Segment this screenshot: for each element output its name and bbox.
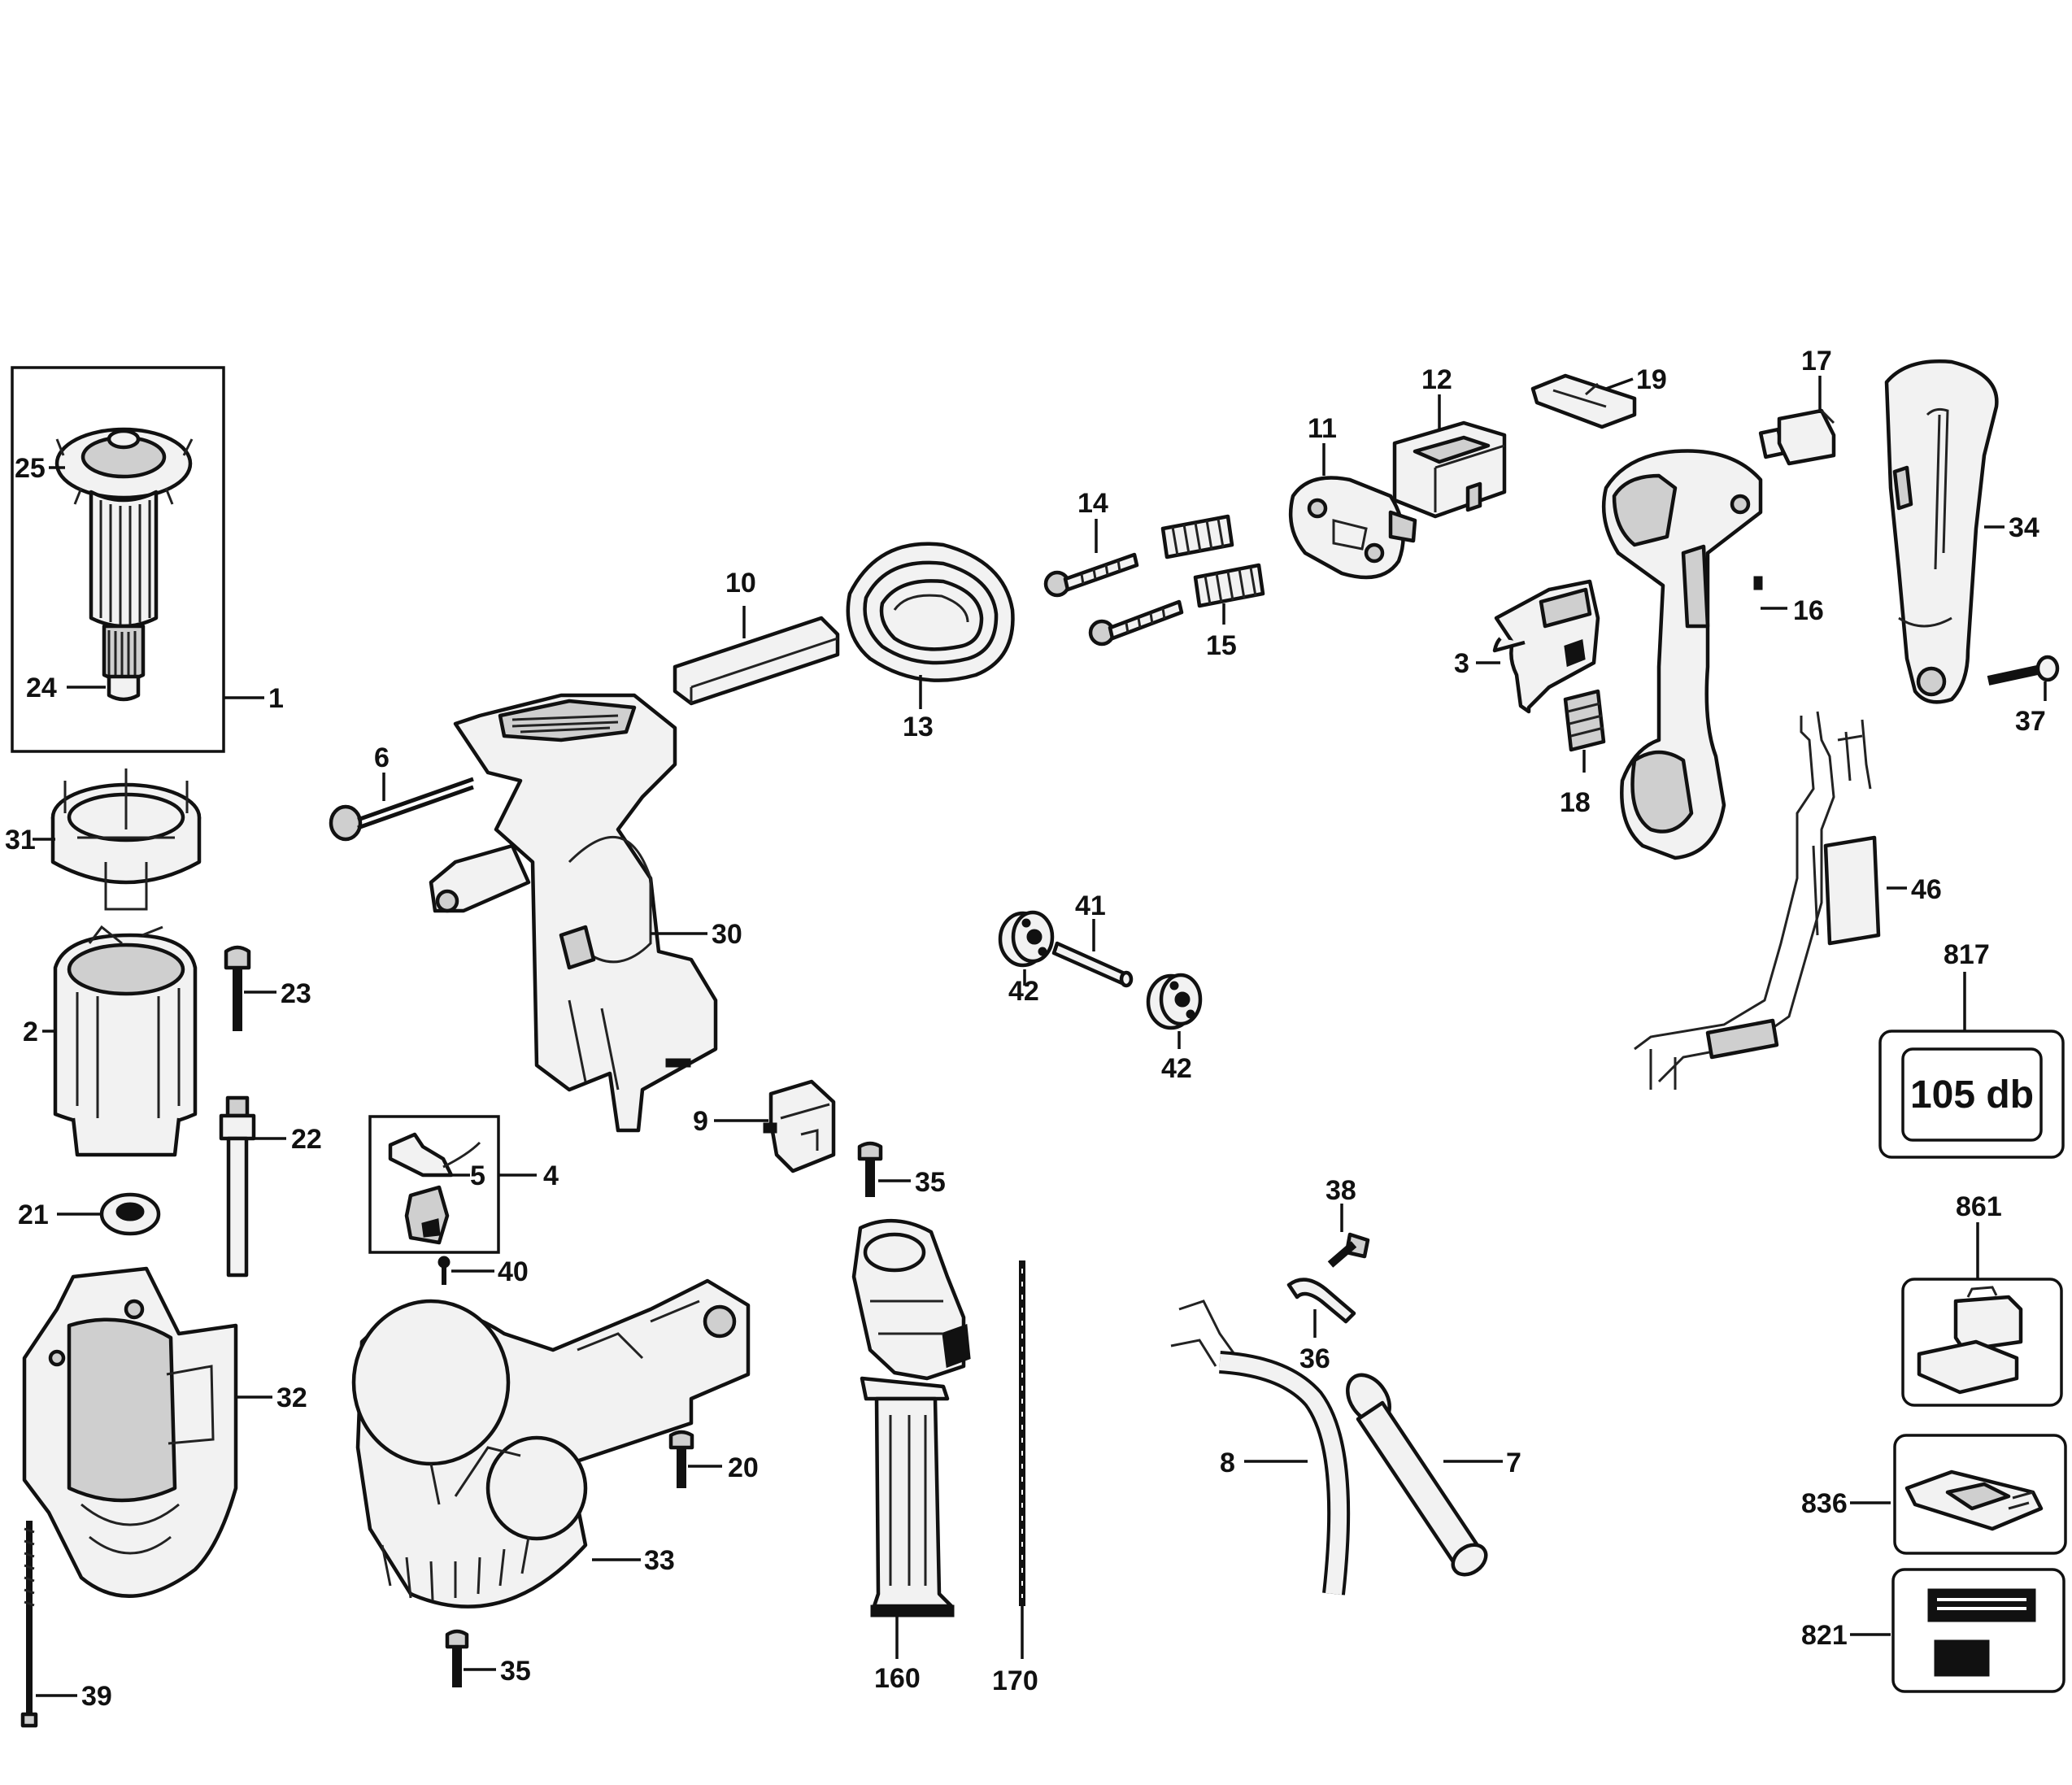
label-2: 2: [23, 1017, 38, 1047]
part-4-brush-kit: [368, 1115, 500, 1254]
label-6: 6: [374, 742, 390, 773]
label-32: 32: [276, 1382, 307, 1413]
part-37-screw: [1987, 655, 2060, 686]
part-836-insert: [1893, 1434, 2067, 1555]
label-3: 3: [1454, 648, 1469, 679]
label-37: 37: [2015, 706, 2046, 737]
label-33: 33: [644, 1545, 675, 1576]
part-861-case: [1901, 1278, 2063, 1407]
part-21-bearing: [99, 1192, 161, 1236]
part-3-switch: [1492, 579, 1600, 714]
part-33-gear-case: [351, 1278, 751, 1609]
label-24: 24: [26, 673, 57, 703]
label-18: 18: [1560, 787, 1591, 818]
part-12-switch-box: [1392, 420, 1507, 519]
label-23: 23: [281, 978, 311, 1009]
part-42b-damper: [1146, 973, 1203, 1030]
label-38: 38: [1325, 1175, 1356, 1206]
label-10: 10: [725, 568, 756, 599]
part-18-brush: [1563, 689, 1606, 752]
label-35a: 35: [915, 1167, 946, 1198]
label-42b: 42: [1161, 1053, 1192, 1084]
label-30: 30: [712, 919, 742, 950]
part-41-pin: [1051, 941, 1134, 988]
label-836: 836: [1801, 1488, 1848, 1519]
part-7-cord-guard: [1346, 1373, 1488, 1577]
part-22-rod: [219, 1095, 256, 1278]
label-39: 39: [81, 1681, 112, 1712]
label-20: 20: [728, 1452, 759, 1483]
part-817-db-label: [1878, 1030, 2065, 1159]
part-38-screw: [1327, 1232, 1370, 1268]
part-6-bolt: [329, 777, 474, 842]
label-8: 8: [1220, 1448, 1235, 1478]
part-23-screw: [224, 945, 251, 1031]
plate-text-105db: 105 db: [1910, 1073, 2034, 1117]
label-821: 821: [1801, 1620, 1848, 1651]
part-39-long-screw: [20, 1521, 38, 1728]
part-14-screws: [1043, 552, 1184, 647]
label-group: 1 2 3 4 5 6 7 8 9 10 11 12 13 14 15 16 1…: [5, 346, 2046, 1712]
part-16-rear-handle: [1601, 449, 1763, 860]
part-15-springs: [1160, 514, 1265, 608]
part-160-side-handle: [851, 1218, 971, 1617]
part-30-handle-frame: [429, 693, 718, 1133]
label-21: 21: [18, 1199, 49, 1230]
label-36: 36: [1299, 1343, 1330, 1374]
label-17: 17: [1801, 346, 1832, 377]
label-817: 817: [1944, 939, 1990, 970]
part-10-tube: [673, 616, 840, 706]
part-9-bracket: [763, 1079, 836, 1173]
label-16: 16: [1793, 595, 1824, 626]
part-1-armature: [11, 366, 225, 753]
label-41: 41: [1075, 890, 1106, 921]
part-32-motor-housing: [22, 1266, 238, 1598]
label-42a: 42: [1008, 976, 1039, 1007]
part-34-handle-cover: [1884, 359, 1999, 704]
part-821-manual: [1891, 1568, 2065, 1693]
label-160: 160: [874, 1663, 921, 1694]
part-13-bellows: [846, 542, 1015, 682]
label-15: 15: [1206, 630, 1237, 661]
part-31-baffle: [50, 768, 202, 911]
label-7: 7: [1506, 1448, 1521, 1478]
label-35b: 35: [500, 1656, 531, 1687]
label-25: 25: [15, 453, 46, 484]
part-42a-damper: [998, 910, 1055, 968]
part-11-bracket: [1288, 476, 1417, 580]
part-20-screw: [668, 1430, 694, 1488]
part-8-cord: [1170, 1300, 1351, 1596]
part-19-clip: [1530, 373, 1637, 429]
label-19: 19: [1636, 364, 1667, 395]
label-9: 9: [693, 1106, 708, 1137]
part-35b-screw: [445, 1629, 469, 1687]
part-17-plug: [1758, 408, 1836, 466]
label-22: 22: [291, 1124, 322, 1155]
label-1: 1: [268, 683, 284, 714]
label-861: 861: [1956, 1191, 2002, 1222]
label-34: 34: [2009, 512, 2039, 543]
label-170: 170: [992, 1665, 1038, 1696]
label-46: 46: [1911, 874, 1942, 905]
label-31: 31: [5, 825, 36, 855]
part-46-wiring-harness: [1634, 711, 1881, 1090]
label-4: 4: [543, 1160, 559, 1191]
part-2-field: [53, 925, 198, 1157]
label-5: 5: [470, 1160, 485, 1191]
label-11: 11: [1308, 413, 1337, 444]
part-35a-screw: [857, 1141, 883, 1197]
part-36-clamp: [1286, 1278, 1356, 1324]
part-40-screw: [437, 1256, 451, 1285]
label-13: 13: [903, 712, 934, 742]
label-14: 14: [1077, 488, 1108, 519]
label-12: 12: [1421, 364, 1452, 395]
label-40: 40: [498, 1256, 529, 1287]
